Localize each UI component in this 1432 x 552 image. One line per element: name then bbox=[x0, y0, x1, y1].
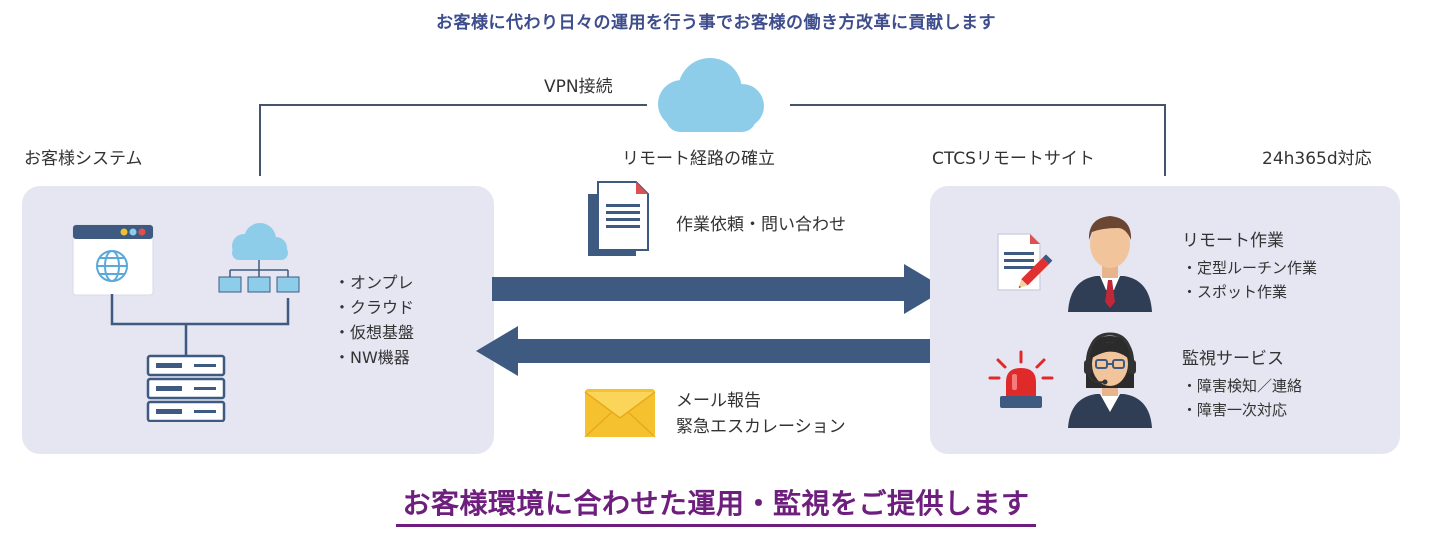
operator-headset-icon bbox=[1068, 332, 1152, 428]
monitoring-list: 障害検知／連絡 障害一次対応 bbox=[1182, 374, 1302, 422]
list-item: 障害一次対応 bbox=[1182, 398, 1302, 422]
arrow-right bbox=[492, 264, 946, 314]
network-connector bbox=[110, 294, 290, 356]
request-label: 作業依頼・問い合わせ bbox=[676, 215, 846, 235]
footer-banner: お客様環境に合わせた運用・監視をご提供します bbox=[0, 482, 1432, 527]
arrow-left bbox=[476, 326, 930, 376]
ctcs-title: CTCSリモートサイト bbox=[932, 149, 1095, 169]
monitoring-title: 監視サービス bbox=[1182, 349, 1284, 369]
list-item: オンプレ bbox=[334, 270, 414, 295]
header-tagline: お客様に代わり日々の運用を行う事でお客様の働き方改革に貢献します bbox=[436, 13, 996, 33]
list-item: 仮想基盤 bbox=[334, 320, 414, 345]
report-line: 緊急エスカレーション bbox=[676, 417, 846, 437]
vpn-label: VPN接続 bbox=[544, 77, 613, 97]
alarm-light-icon bbox=[988, 350, 1054, 408]
vpn-line-top-right bbox=[790, 104, 1166, 106]
availability-label: 24h365d対応 bbox=[1262, 149, 1372, 169]
document-icon bbox=[588, 181, 649, 256]
server-rack-icon bbox=[146, 354, 226, 422]
operator-man-icon bbox=[1068, 216, 1152, 312]
ctcs-panel bbox=[930, 186, 1400, 454]
list-item: 定型ルーチン作業 bbox=[1182, 256, 1317, 280]
cloud-network-icon bbox=[218, 223, 300, 293]
report-label: メール報告 緊急エスカレーション bbox=[676, 388, 846, 440]
envelope-icon bbox=[584, 389, 656, 438]
list-item: NW機器 bbox=[334, 345, 414, 370]
customer-system-list: オンプレ クラウド 仮想基盤 NW機器 bbox=[334, 270, 414, 370]
remote-work-title: リモート作業 bbox=[1182, 231, 1284, 251]
browser-globe-icon bbox=[72, 224, 154, 296]
list-item: クラウド bbox=[334, 295, 414, 320]
remote-work-list: 定型ルーチン作業 スポット作業 bbox=[1182, 256, 1317, 304]
customer-title: お客様システム bbox=[24, 149, 143, 169]
cloud-icon bbox=[658, 58, 764, 132]
report-line: メール報告 bbox=[676, 391, 761, 411]
list-item: 障害検知／連絡 bbox=[1182, 374, 1302, 398]
vpn-line-top-left bbox=[259, 104, 647, 106]
vpn-line-left bbox=[259, 104, 261, 176]
vpn-line-right bbox=[1164, 104, 1166, 176]
list-item: スポット作業 bbox=[1182, 280, 1317, 304]
footer-text: お客様環境に合わせた運用・監視をご提供します bbox=[396, 482, 1036, 527]
document-pen-icon bbox=[997, 233, 1053, 291]
route-label: リモート経路の確立 bbox=[622, 149, 775, 169]
